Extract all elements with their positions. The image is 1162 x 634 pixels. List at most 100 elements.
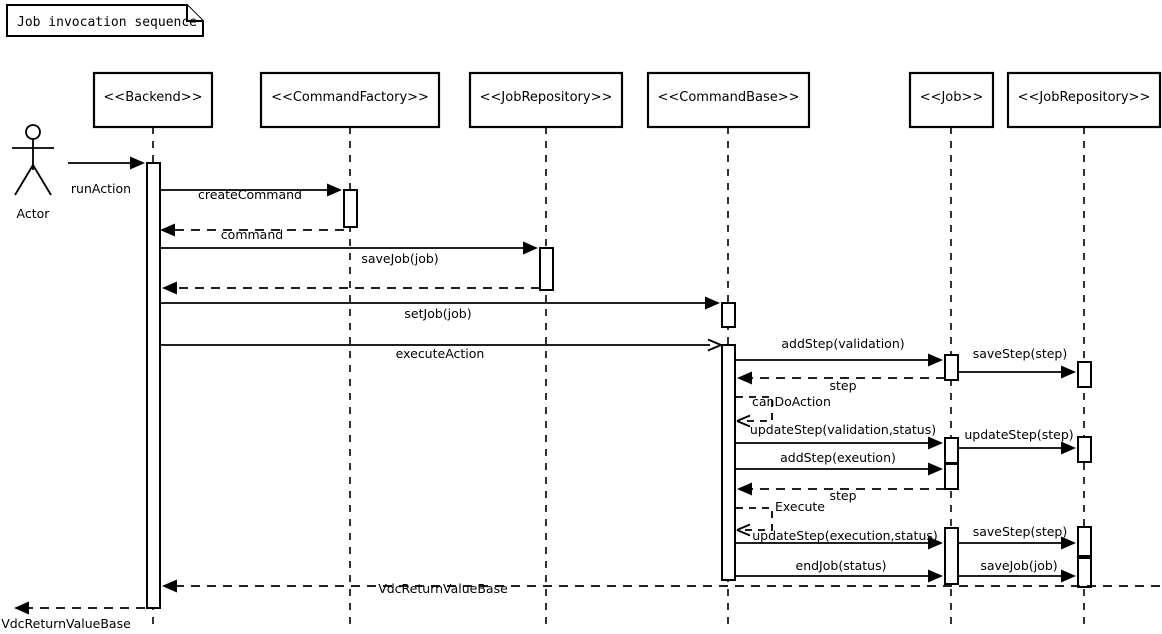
message-label-m-updatestep-step: updateStep(step): [964, 427, 1073, 442]
message-label-m-savestep-2: saveStep(step): [973, 524, 1068, 539]
message-m-createcommand[interactable]: createCommand: [160, 183, 342, 203]
message-self-loop-m-candoaction: [736, 396, 773, 422]
arrowhead-open-lower: [736, 529, 751, 537]
actor-leg-left: [14, 164, 34, 196]
actor-figure: Actor: [12, 124, 54, 221]
message-m-candoaction[interactable]: canDoAction: [736, 394, 831, 428]
message-m-endjob[interactable]: endJob(status): [735, 558, 943, 583]
arrowhead-filled: [162, 281, 177, 295]
message-m-updatestep-step[interactable]: updateStep(step): [958, 427, 1076, 455]
message-m-command-return[interactable]: command: [160, 223, 344, 243]
activation-bar-act-job-updatestep-validation: [944, 437, 959, 464]
activation-bar-act-commandbase-setjob: [721, 302, 736, 328]
lifeline-head-label-jobrepository_right: <<JobRepository>>: [1018, 90, 1151, 105]
message-label-m-step-return-2: step: [829, 488, 856, 503]
message-label-m-vdcreturn-1: VdcReturnValueBase: [378, 581, 508, 596]
message-label-m-savejob: saveJob(job): [361, 251, 438, 266]
message-label-m-updatestep-execution: updateStep(execution,status): [752, 528, 938, 543]
arrowhead-open: [736, 414, 751, 428]
arrowhead-filled: [928, 569, 943, 583]
message-m-savejob-return[interactable]: [162, 281, 540, 295]
message-m-setjob[interactable]: setJob(job): [160, 296, 720, 322]
arrowhead-filled: [737, 371, 752, 385]
arrowhead-filled: [1061, 365, 1076, 379]
arrowhead-filled: [1061, 569, 1076, 583]
message-label-m-addstep-execution: addStep(exeution): [780, 450, 896, 465]
lifeline-head-box-commandbase[interactable]: [646, 71, 811, 129]
note-body: [6, 4, 204, 37]
message-label-m-createcommand: createCommand: [198, 187, 302, 202]
arrowhead-filled: [737, 482, 752, 496]
message-label-m-command-return: command: [221, 227, 283, 242]
lifeline-head-box-commandfactory[interactable]: [259, 71, 441, 129]
message-m-updatestep-validation[interactable]: updateStep(validation,status): [735, 422, 943, 450]
lifeline-head-box-job[interactable]: [908, 71, 995, 129]
lifeline-jobrepository_right: <<JobRepository>>: [1006, 71, 1162, 626]
diagram-title-text: Job invocation sequence: [17, 15, 197, 30]
activations-layer: [146, 162, 1092, 609]
lifeline-head-box-jobrepository_mid[interactable]: [468, 71, 624, 129]
lifeline-head-label-commandfactory: <<CommandFactory>>: [271, 90, 429, 105]
diagram-title-note: Job invocation sequence: [6, 4, 204, 37]
arrowhead-filled: [130, 156, 145, 170]
message-m-addstep-validation[interactable]: addStep(validation): [735, 336, 943, 367]
message-m-addstep-execution[interactable]: addStep(exeution): [735, 450, 943, 476]
arrowhead-filled: [14, 601, 29, 615]
message-m-savestep-2[interactable]: saveStep(step): [958, 524, 1076, 550]
lifeline-head-label-backend: <<Backend>>: [103, 90, 202, 105]
lifeline-head-label-job: <<Job>>: [920, 90, 984, 105]
arrowhead-open: [707, 338, 722, 352]
activation-bar-act-job-addstep-execution: [944, 463, 959, 490]
message-m-runaction[interactable]: runAction: [68, 156, 145, 197]
activation-bar-act-commandfactory: [343, 189, 358, 228]
arrowhead-filled: [327, 183, 342, 197]
message-m-savejob[interactable]: saveJob(job): [160, 241, 538, 267]
lifeline-head-label-commandbase: <<CommandBase>>: [657, 90, 799, 105]
actor-head-icon: [25, 124, 41, 140]
activation-bar-act-jobrepo-right-savejob: [1077, 557, 1092, 588]
message-m-execute[interactable]: Execute: [736, 499, 825, 537]
message-m-updatestep-execution[interactable]: updateStep(execution,status): [735, 528, 943, 550]
message-label-m-execute: Execute: [775, 499, 825, 514]
message-label-m-updatestep-validation: updateStep(validation,status): [750, 422, 936, 437]
arrowhead-open-lower: [736, 420, 751, 428]
message-m-savestep-1[interactable]: saveStep(step): [958, 346, 1076, 379]
activation-bar-act-jobrepo-right-savestep2: [1077, 526, 1092, 557]
message-m-savejob-2[interactable]: saveJob(job): [958, 558, 1076, 583]
activation-bar-act-commandbase-main: [721, 344, 736, 581]
lifeline-job: <<Job>>: [908, 71, 995, 626]
lifeline-head-box-backend[interactable]: [92, 71, 214, 129]
lifeline-commandfactory: <<CommandFactory>>: [259, 71, 441, 626]
arrowhead-open-upper: [736, 414, 751, 422]
activation-bar-act-jobrepo-right-savestep1: [1077, 361, 1092, 388]
arrowhead-filled: [162, 579, 177, 593]
arrowhead-filled: [1061, 536, 1076, 550]
arrowhead-filled: [928, 353, 943, 367]
message-label-m-step-return-1: step: [829, 378, 856, 393]
message-m-step-return-1[interactable]: step: [737, 371, 945, 394]
message-label-m-endjob: endJob(status): [796, 558, 887, 573]
arrowhead-open-upper: [736, 523, 751, 531]
arrowhead-filled: [160, 223, 175, 237]
arrowhead-filled: [928, 436, 943, 450]
message-m-vdcreturn-1[interactable]: VdcReturnValueBase: [162, 579, 1160, 597]
arrowhead-filled: [523, 241, 538, 255]
arrowhead-filled: [928, 462, 943, 476]
actor-label: Actor: [17, 206, 51, 221]
message-m-vdcreturn-2[interactable]: VdcReturnValueBase: [1, 601, 145, 632]
message-m-executeaction[interactable]: executeAction: [160, 338, 722, 362]
lifeline-commandbase: <<CommandBase>>: [646, 71, 811, 626]
message-label-m-vdcreturn-2: VdcReturnValueBase: [1, 616, 131, 631]
message-self-loop-m-execute: [736, 507, 773, 531]
message-label-m-setjob: setJob(job): [404, 306, 471, 321]
arrowhead-filled: [1061, 441, 1076, 455]
message-label-m-savejob-2: saveJob(job): [980, 558, 1057, 573]
activation-bar-act-backend-main: [146, 162, 161, 609]
message-label-m-savestep-1: saveStep(step): [973, 346, 1068, 361]
message-m-step-return-2[interactable]: step: [737, 482, 945, 504]
message-label-m-executeaction: executeAction: [396, 346, 485, 361]
lifeline-backend: <<Backend>>: [92, 71, 214, 626]
activation-bar-act-jobrepo-right-updatestep: [1077, 436, 1092, 463]
lifeline-head-box-jobrepository_right[interactable]: [1006, 71, 1162, 129]
